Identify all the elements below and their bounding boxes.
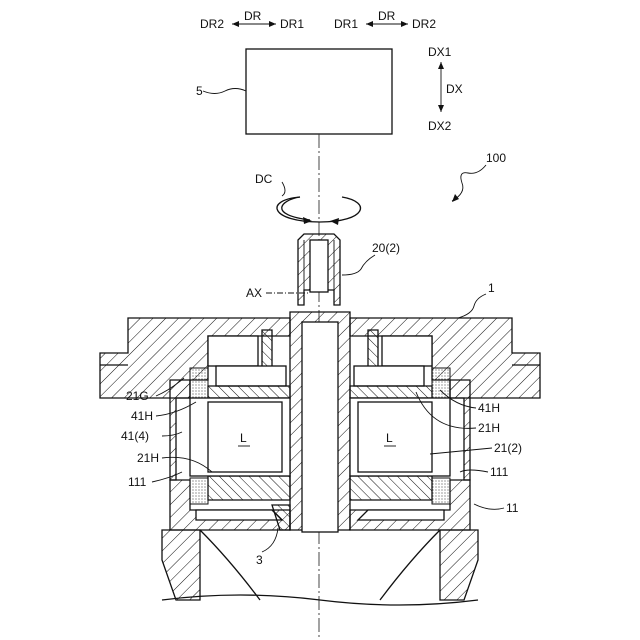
direction-dx: DX1 DX DX2 [428, 45, 463, 133]
label-dr1-right: DR1 [334, 17, 358, 31]
label-dr2-left: DR2 [200, 17, 224, 31]
label-ref-20-2: 20(2) [372, 241, 400, 255]
label-dx2: DX2 [428, 119, 452, 133]
label-ref-111-left: 111 [128, 475, 147, 489]
seal-21g-left-top [190, 368, 208, 398]
label-chamber-right: L [386, 431, 393, 445]
shaft [290, 312, 350, 532]
label-ref-11: 11 [506, 501, 519, 515]
label-ref-5: 5 [196, 84, 203, 98]
label-ref-21h-left: 21H [137, 451, 159, 465]
label-dc: DC [255, 172, 273, 186]
label-ref-111-right: 111 [490, 465, 509, 479]
label-dx1: DX1 [428, 45, 452, 59]
direction-dr-left: DR DR2 DR1 [200, 9, 304, 31]
seal-right-top [432, 368, 450, 398]
label-dr1-left: DR1 [280, 17, 304, 31]
label-dr2-right: DR2 [412, 17, 436, 31]
label-ref-41h-left: 41H [131, 409, 153, 423]
label-ref-21g: 21G [126, 389, 149, 403]
label-ref-100: 100 [486, 151, 506, 165]
label-ref-3: 3 [256, 553, 263, 567]
label-ref-21h-right: 21H [478, 421, 500, 435]
label-ref-41h-right: 41H [478, 401, 500, 415]
label-dr-left: DR [244, 9, 262, 23]
seal-left-bottom [190, 478, 208, 504]
seal-right-bottom [432, 478, 450, 504]
label-dr-right: DR [378, 9, 396, 23]
direction-dr-right: DR DR1 DR2 [334, 9, 436, 31]
label-ref-21-2: 21(2) [494, 441, 522, 455]
label-chamber-left: L [240, 431, 247, 445]
label-ref-41-4: 41(4) [121, 429, 149, 443]
component-5-box [246, 49, 392, 134]
label-ref-1: 1 [488, 281, 495, 295]
label-dx: DX [446, 82, 463, 96]
label-ax: AX [246, 286, 262, 300]
